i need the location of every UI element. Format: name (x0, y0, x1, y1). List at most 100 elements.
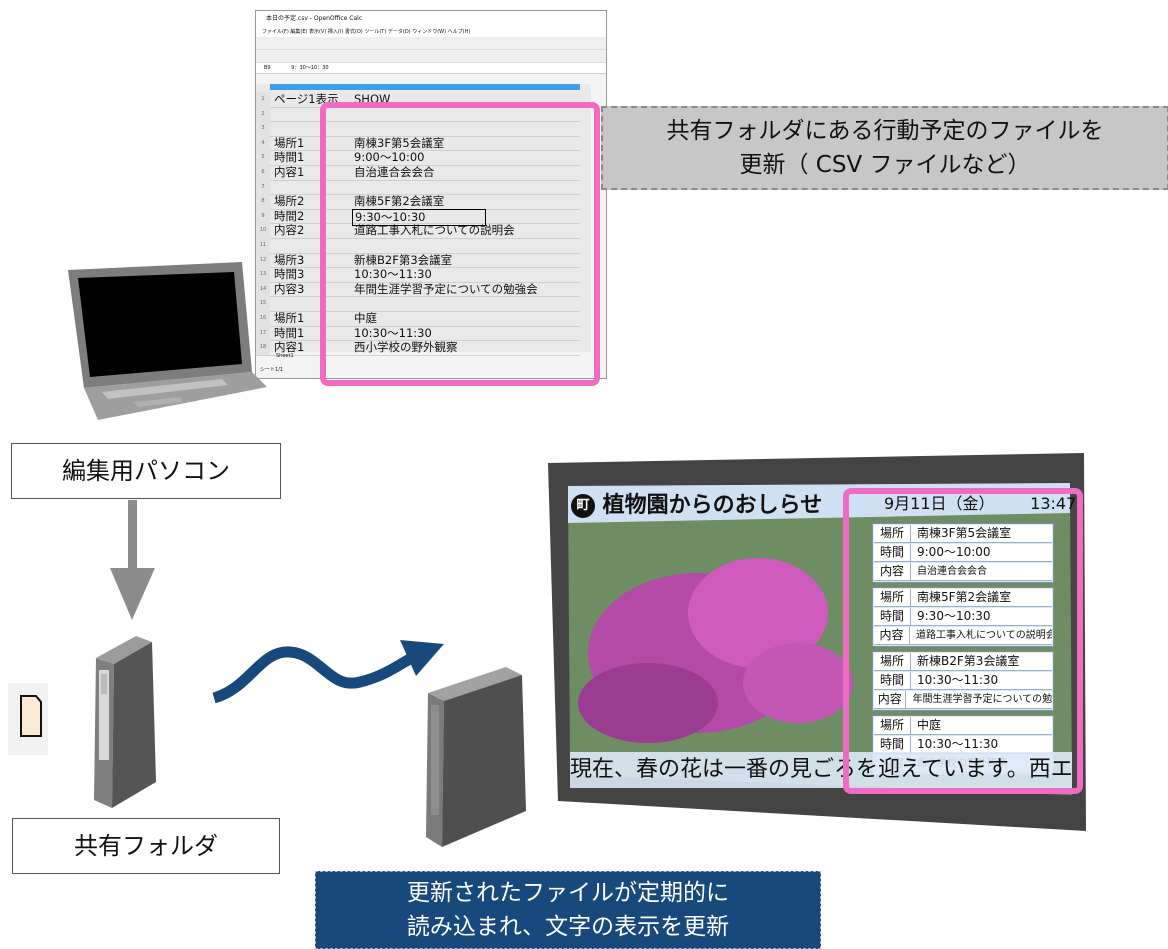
signage-date-time: 9月11日（金） 13:47 (884, 490, 1076, 514)
callout-reload-line2: 読み込まれ、文字の表示を更新 (406, 914, 730, 940)
schedule-value: 自治連合会会合 (917, 566, 987, 577)
spreadsheet-title: 本日の予定.csv - OpenOffice Calc (256, 11, 606, 27)
row-number: 16 (256, 311, 270, 326)
cell-a[interactable]: 内容3 (274, 281, 305, 296)
cell-a[interactable]: 内容1 (274, 340, 305, 355)
table-row[interactable]: 3 (256, 121, 580, 137)
cell-b[interactable]: 9:00～10:00 (354, 150, 425, 165)
status-bar: シート1/1 (260, 367, 284, 373)
cell-b[interactable]: 道路工事入札についての説明会 (354, 223, 515, 238)
cell-a[interactable]: 時間1 (274, 325, 305, 340)
schedule-entry: 場所新棟B2F第3会議室時間 10:30～11:30 内容年間生涯学習予定についての… (872, 651, 1054, 711)
label-shared-folder: 共有フォルダ (12, 818, 280, 874)
row-number: 2 (256, 106, 270, 122)
cell-b[interactable]: 10:30～11:30 (354, 267, 432, 282)
down-arrow-icon (110, 500, 155, 620)
table-row[interactable]: 17 時間1 10:30～11:30 (256, 325, 580, 342)
row-number: 8 (256, 194, 270, 209)
schedule-key: 内容 (874, 563, 911, 580)
signage-ticker: 現在、春の花は一番の見ごろを迎えています。西エリア (570, 752, 1072, 788)
row-number: 3 (256, 121, 270, 136)
row-number: 15 (256, 296, 270, 311)
signage-title-text: 植物園からのおしらせ (602, 493, 823, 518)
schedule-value: 9:00～10:00 (917, 545, 991, 559)
table-row[interactable]: 7 (256, 179, 580, 196)
callout-update-line1: 共有フォルダにある行動予定のファイルを (666, 118, 1104, 144)
row-number: 11 (256, 238, 270, 253)
cell-b[interactable]: 中庭 (354, 311, 377, 325)
row-number: 7 (256, 179, 270, 195)
file-icon (8, 683, 48, 755)
schedule-value: 10:30～11:30 (917, 673, 999, 687)
toolbar-standard[interactable] (256, 37, 606, 50)
schedule-line: 内容年間生涯学習予定についての勉強会 (874, 691, 1052, 709)
callout-reload-file: 更新されたファイルが定期的に 読み込まれ、文字の表示を更新 (315, 871, 821, 949)
cell-b[interactable]: 南棟5F第2会議室 (354, 194, 445, 209)
toolbar-format[interactable] (256, 50, 606, 63)
table-row[interactable]: 9 時間2 9:30～10:30 (256, 208, 580, 226)
row-number: 9 (256, 208, 270, 224)
sheet-tab[interactable]: Sheet1 (276, 353, 294, 359)
spreadsheet-window: 本日の予定.csv - OpenOffice Calc ファイル(F) 編集(E… (255, 10, 607, 379)
cell-b[interactable]: 南棟3F第5会議室 (354, 135, 445, 150)
cell-a[interactable]: 時間3 (274, 267, 305, 282)
schedule-line: 内容道路工事入札についての説明会 (874, 627, 1052, 645)
schedule-value: 10:30～11:30 (917, 737, 999, 751)
schedule-value: 道路工事入札についての説明会 (916, 630, 1052, 641)
highlight-spreadsheet-data (320, 102, 600, 386)
schedule-key: 時間 (874, 672, 911, 689)
schedule-key: 場所 (874, 589, 911, 606)
schedule-value: 年間生涯学習予定についての勉強会 (912, 694, 1052, 705)
column-header-selected (270, 84, 580, 90)
table-row[interactable]: 11 (256, 238, 580, 254)
schedule-key: 内容 (874, 627, 911, 644)
schedule-value: 9:30～10:30 (917, 609, 991, 623)
table-row[interactable]: 2 (256, 106, 580, 123)
spreadsheet-menubar[interactable]: ファイル(F) 編集(E) 表示(V) 挿入(I) 書式(O) ツール(T) デ… (256, 27, 606, 37)
cell-b[interactable]: 年間生涯学習予定についての勉強会 (354, 281, 538, 296)
callout-reload-line1: 更新されたファイルが定期的に (407, 880, 729, 906)
cell-b[interactable]: 新棟B2F第3会議室 (354, 252, 453, 267)
formula-bar[interactable]: B9 9：30～10：30 (256, 63, 606, 74)
table-row[interactable]: 16 場所1 中庭 (256, 311, 580, 327)
cell-a[interactable]: 時間2 (274, 208, 305, 223)
schedule-line: 場所南棟5F第2会議室 (874, 589, 1052, 607)
signage-time: 13:47 (1030, 494, 1077, 513)
cell-b[interactable]: 10:30～11:30 (354, 325, 432, 340)
cell-b[interactable]: 西小学校の野外観察 (354, 340, 458, 355)
cell-a[interactable]: 内容2 (274, 223, 305, 238)
cell-a[interactable]: 場所1 (274, 311, 305, 325)
schedule-line: 時間 9:30～10:30 (874, 608, 1052, 626)
schedule-line: 場所新棟B2F第3会議室 (874, 653, 1052, 671)
row-number: 17 (256, 325, 270, 341)
cell-a[interactable]: 場所1 (274, 135, 305, 150)
schedule-line: 内容自治連合会会合 (874, 563, 1052, 581)
signage-title: 町 植物園からのおしらせ (571, 487, 822, 519)
schedule-entry: 場所南棟5F第2会議室時間 9:30～10:30 内容道路工事入札についての説明会 (872, 587, 1054, 647)
cell-a[interactable]: 場所2 (274, 194, 305, 209)
laptop-icon (68, 262, 267, 420)
cell-b[interactable]: 自治連合会会合 (354, 165, 435, 179)
schedule-key: 時間 (874, 608, 911, 625)
cell-a[interactable]: 内容1 (274, 165, 305, 179)
formula-value: 9：30～10：30 (291, 65, 329, 71)
table-row[interactable]: 5 時間1 9:00～10:00 (256, 150, 580, 166)
wave-arrow-icon (212, 640, 444, 704)
cell-a[interactable]: 時間1 (274, 150, 305, 165)
town-logo-icon: 町 (571, 494, 595, 518)
cell-b[interactable]: 9:30～10:30 (352, 208, 487, 226)
table-row[interactable]: 15 (256, 296, 580, 312)
schedule-line: 場所中庭 (874, 717, 1052, 735)
cell-a[interactable]: 場所3 (274, 252, 305, 267)
row-number: 5 (256, 150, 270, 165)
